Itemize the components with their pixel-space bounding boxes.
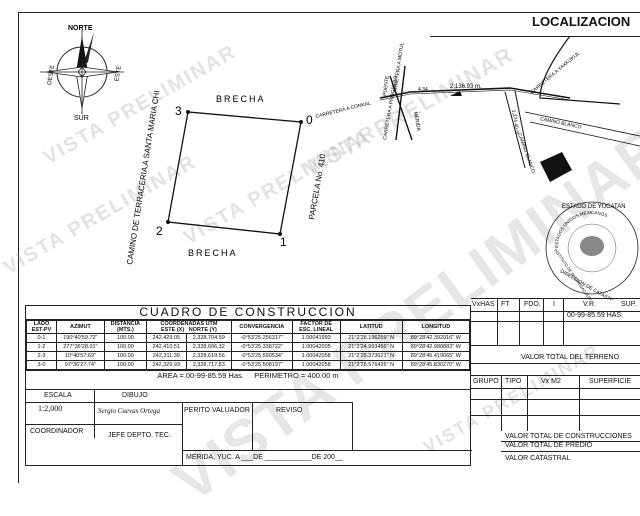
escala-value: 1:2,000 [38,404,63,413]
jefe-depto-label: JEFE DEPTO. TEC. [108,432,171,439]
vertex-0: 0 [306,113,313,127]
th-latitud: LATITUD [339,320,403,334]
vertex-2: 2 [156,224,163,238]
th-longitud: LONGITUD [401,320,471,334]
reviso-label: REVISO [276,407,303,414]
th-azimut: AZIMUT [55,320,105,334]
brecha-bottom: BRECHA [188,248,238,258]
vxhas-header: VxHAS [472,301,495,308]
distance-1: 2,136.93 m. [450,84,482,90]
vertex-3: 3 [175,104,182,118]
tipo-header: TIPO [505,378,522,385]
merida-fecha: MERIDA, YUC. A ___DE ____________DE 200_… [186,454,343,461]
vr-header: V.R. [583,301,596,308]
i-header: I [553,301,555,308]
vxm2-header: Vx M2 [541,378,561,385]
area-value: AREA = 00-99-85.59 Has. [157,371,244,380]
grupo-header: GRUPO [473,378,499,385]
sup-header: SUP. [621,301,637,308]
valor-terreno: VALOR TOTAL DEL TERRENO [521,354,620,361]
valor-construcciones: VALOR TOTAL DE CONSTRUCCIONES [505,433,632,440]
parcel-plot: 0 1 2 3 BRECHA BRECHA PARCELA No. 410 CA… [125,90,328,265]
compass-rose: NORTE SUR ESTE OESTE [40,25,124,122]
dist-small: 4.34 [418,87,428,93]
parcel-boundary [167,111,302,235]
perimetro-value: PERIMETRO = 400.00 m [254,371,339,380]
merida-label: MERIDA [412,111,421,132]
location-map: CARRETERA A CONKAL PUENTE CARRETERA A MO… [315,36,640,182]
compass-east-label: ESTE [114,65,123,81]
carretera-conkal: CARRETERA A CONKAL [315,100,372,120]
coordinador-label: COORDINADOR [30,428,84,435]
th-convergencia: CONVERGENCIA [230,320,293,334]
compass-west-label: OESTE [47,65,56,86]
header-bar [430,12,640,37]
compass-north-label: NORTE [68,25,93,32]
distance-2: 1,274.40 m. [510,109,520,136]
camino-blanco-2: CAMINO BLANCO [516,133,536,175]
official-seal: ESTADO DE YUCATAN ESTADOS UNIDOS MEXICAN… [545,201,639,300]
dibujo-label: DIBUJO [122,392,148,399]
seal-top: ESTADO DE YUCATAN [562,204,626,210]
camino-terraceria-label: CAMINO DE TERRACERIA A SANTA MARIA CHI [125,90,161,265]
construction-table-title: CUADRO DE CONSTRUCCION [26,306,470,320]
escala-label: ESCALA [44,392,72,399]
vertex-1: 1 [280,235,287,249]
brecha-top: BRECHA [216,94,266,104]
valor-predio: VALOR TOTAL DE PREDIO [505,442,593,449]
th-distancia: DISTANCIA(MTS.) [103,320,147,334]
dibujo-signature: Sergio Cuevas Ortega [98,407,160,415]
localizacion-title: LOCALIZACION [532,14,631,29]
sup-value: 00-99-85.59 HAS. [567,312,624,319]
perito-valuador-label: PERITO VALUADOR [184,407,250,414]
fdo-header: FDO. [524,301,541,308]
area-perimetro: AREA = 00-99-85.59 Has. PERIMETRO = 400.… [26,370,470,381]
ft-header: FT [501,301,510,308]
superficie-header: SUPERFICIE [589,378,632,385]
compass-south-label: SUR [74,115,89,122]
location-marker [540,152,572,182]
sheet-border [18,12,640,483]
valor-catastral: VALOR CATASTRAL [505,455,571,462]
puente-label: PUENTE [382,75,391,97]
valuation-block: VxHAS FT FDO. I V.R. SUP. 00-99-85.59 HA… [471,298,640,468]
info-block: ESCALA 1:2,000 DIBUJO Sergio Cuevas Orte… [25,390,472,466]
